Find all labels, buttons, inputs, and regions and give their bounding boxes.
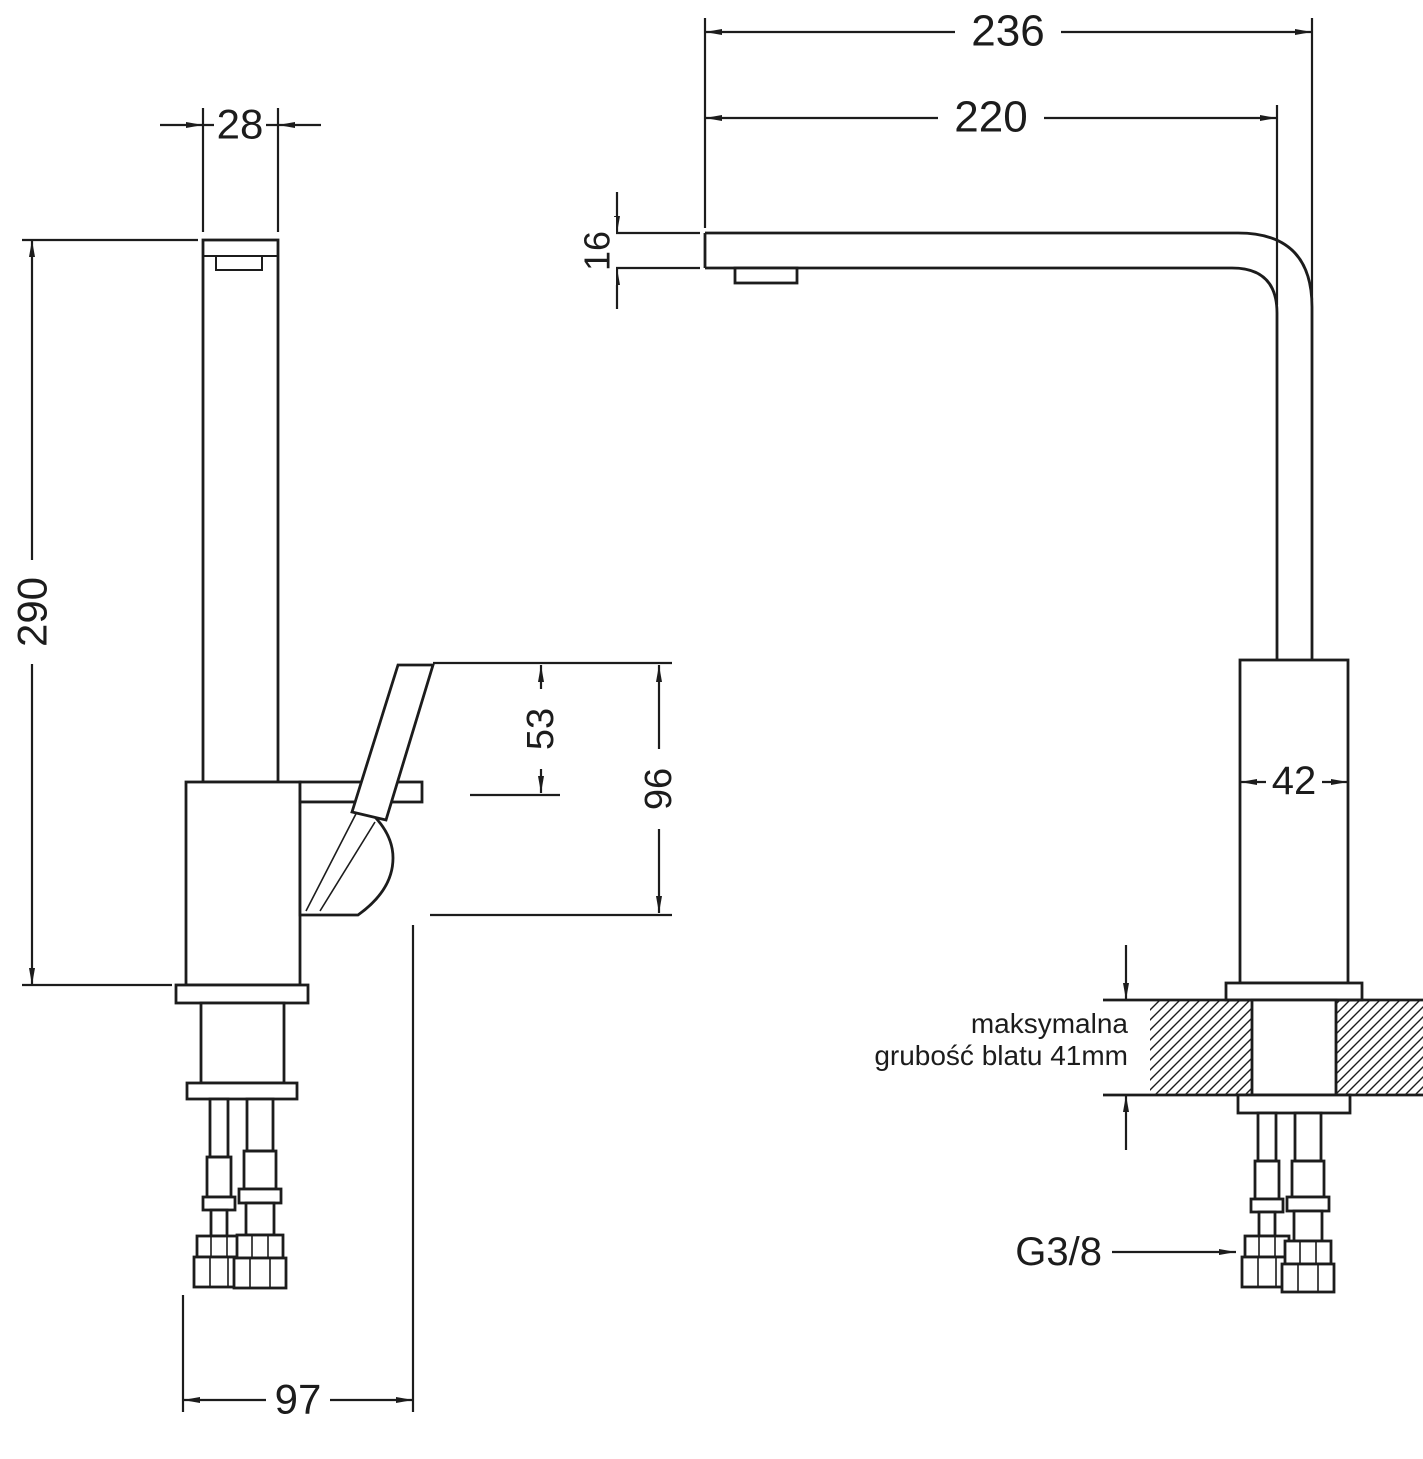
- front-flange: [1224, 981, 1364, 1002]
- dim-handle-drop: 53: [433, 661, 672, 797]
- countertop-note-line2: grubość blatu 41mm: [874, 1040, 1128, 1071]
- front-supply-hose: [1280, 1111, 1336, 1294]
- dim-220-label: 220: [954, 93, 1027, 142]
- countertop-note-line1: maksymalna: [971, 1008, 1129, 1039]
- dim-236-label: 236: [971, 7, 1044, 56]
- front-body: [1238, 658, 1350, 985]
- connector-annotation: G3/8: [1015, 1230, 1236, 1274]
- front-mounting-nut: [1236, 1093, 1352, 1115]
- dim-53-label: 53: [520, 708, 562, 750]
- front-spout: [703, 231, 1314, 660]
- side-threaded-shank: [199, 1001, 286, 1085]
- side-supply-hose: [232, 1097, 288, 1290]
- countertop-thickness-annotation: maksymalna grubość blatu 41mm: [874, 945, 1129, 1150]
- front-view: 236 220 16 42: [577, 7, 1423, 1294]
- dim-28-label: 28: [217, 101, 264, 148]
- connector-g38-label: G3/8: [1015, 1230, 1102, 1274]
- aerator: [733, 266, 799, 285]
- dim-16-label: 16: [577, 231, 618, 271]
- handle-lever: [350, 663, 435, 822]
- side-handle: [298, 663, 435, 917]
- dim-body-width: 42: [1240, 759, 1348, 803]
- side-view: 28 290 53: [9, 101, 680, 1423]
- dim-spout-width: 28: [160, 101, 321, 232]
- side-mounting-nut: [185, 1081, 299, 1101]
- side-flange: [174, 983, 310, 1005]
- dim-97-label: 97: [275, 1376, 322, 1423]
- dim-290-label: 290: [9, 577, 56, 647]
- side-spout-column: [201, 238, 280, 784]
- dim-handle-zone-height: 96: [430, 665, 680, 917]
- dim-96-label: 96: [638, 768, 680, 810]
- dim-42-label: 42: [1272, 759, 1317, 803]
- dim-base-depth: 97: [181, 925, 415, 1423]
- dim-spout-reach: 220: [705, 93, 1279, 305]
- dim-overall-reach: 236: [703, 7, 1314, 300]
- dim-total-height: 290: [9, 238, 198, 987]
- dim-spout-thickness: 16: [577, 192, 700, 309]
- front-threaded-shank: [1250, 998, 1338, 1097]
- side-body: [184, 780, 302, 987]
